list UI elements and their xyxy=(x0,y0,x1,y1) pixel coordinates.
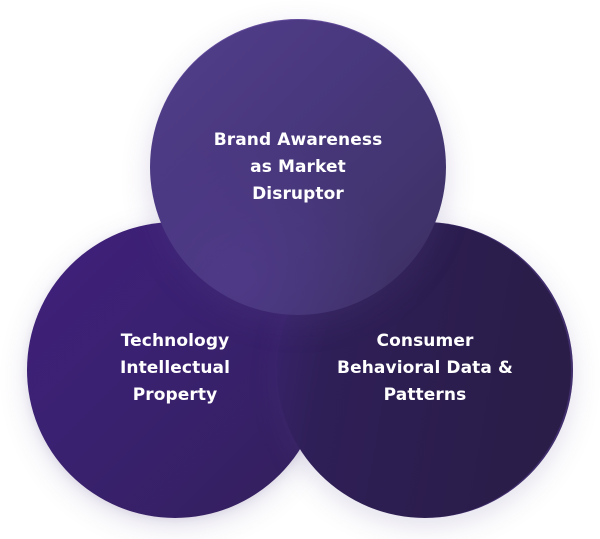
circle-label-consumer-data: Consumer Behavioral Data & Patterns xyxy=(277,328,573,409)
label-line: as Market xyxy=(250,157,346,177)
label-line: Consumer xyxy=(376,331,474,351)
label-line: Disruptor xyxy=(252,184,344,204)
label-line: Technology xyxy=(120,331,230,351)
label-line: Patterns xyxy=(383,385,467,405)
circle-label-brand-awareness: Brand Awareness as Market Disruptor xyxy=(150,127,446,208)
label-line: Behavioral Data & xyxy=(337,358,513,378)
label-line: Brand Awareness xyxy=(213,130,383,150)
circle-brand-awareness: Brand Awareness as Market Disruptor xyxy=(150,19,446,315)
label-line: Property xyxy=(132,385,218,405)
label-line: Intellectual xyxy=(119,358,231,378)
circle-consumer-data: Consumer Behavioral Data & Patterns xyxy=(277,222,573,518)
circle-label-technology-ip: Technology Intellectual Property xyxy=(27,328,323,409)
